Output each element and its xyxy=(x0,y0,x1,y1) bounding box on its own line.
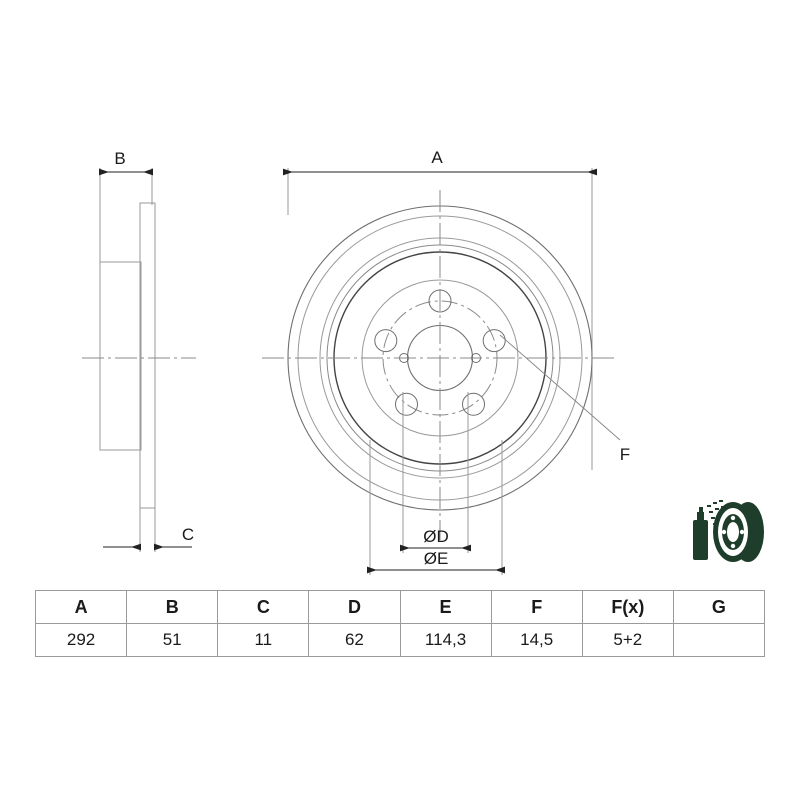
header-cell-c: C xyxy=(217,590,310,624)
header-cell-d: D xyxy=(308,590,401,624)
value-cell-d: 62 xyxy=(308,623,401,657)
dimension-E-label: ØE xyxy=(424,549,449,568)
dimension-C-label: C xyxy=(182,525,194,544)
dimension-D-label: ØD xyxy=(423,527,449,546)
bolt-hole xyxy=(374,329,398,353)
dimension-B: B xyxy=(99,149,153,176)
dimension-A: A xyxy=(283,148,597,176)
table-value-row: 292 51 11 62 114,3 14,5 5+2 xyxy=(34,623,766,657)
front-face-view: A xyxy=(262,148,630,575)
leader-F: F xyxy=(499,334,630,464)
spray-can-icon xyxy=(693,520,708,560)
brake-disc-drawing: B C xyxy=(82,148,764,575)
value-cell-g xyxy=(672,623,766,657)
specification-table: A B C D E F F(x) G 292 51 11 62 114,3 14… xyxy=(34,590,766,657)
dimension-E: ØE xyxy=(367,549,505,574)
dimension-C: C xyxy=(103,525,194,551)
header-cell-b: B xyxy=(126,590,219,624)
bolt-hole xyxy=(395,392,418,416)
value-cell-fx: 5+2 xyxy=(581,623,674,657)
header-cell-a: A xyxy=(34,590,128,624)
side-section-view: B C xyxy=(82,149,196,552)
header-cell-fx: F(x) xyxy=(581,590,674,624)
bolt-hole xyxy=(482,329,506,353)
value-cell-f: 14,5 xyxy=(490,623,583,657)
bolt-hole-group xyxy=(374,289,506,416)
value-cell-b: 51 xyxy=(126,623,219,657)
side-hat-section xyxy=(99,261,142,451)
header-cell-f: F xyxy=(490,590,583,624)
side-friction-ring xyxy=(139,202,156,509)
header-cell-g: G xyxy=(672,590,766,624)
leader-F-label: F xyxy=(620,445,630,464)
dimension-B-label: B xyxy=(114,149,125,168)
value-cell-c: 11 xyxy=(217,623,310,657)
header-cell-e: E xyxy=(399,590,492,624)
value-cell-a: 292 xyxy=(34,623,128,657)
dimension-D: ØD xyxy=(400,527,471,552)
table-header-row: A B C D E F F(x) G xyxy=(34,590,766,624)
dimension-A-label: A xyxy=(431,148,443,167)
spray-can-and-disc-logo xyxy=(693,500,764,562)
value-cell-e: 114,3 xyxy=(399,623,492,657)
bolt-hole xyxy=(462,392,485,416)
